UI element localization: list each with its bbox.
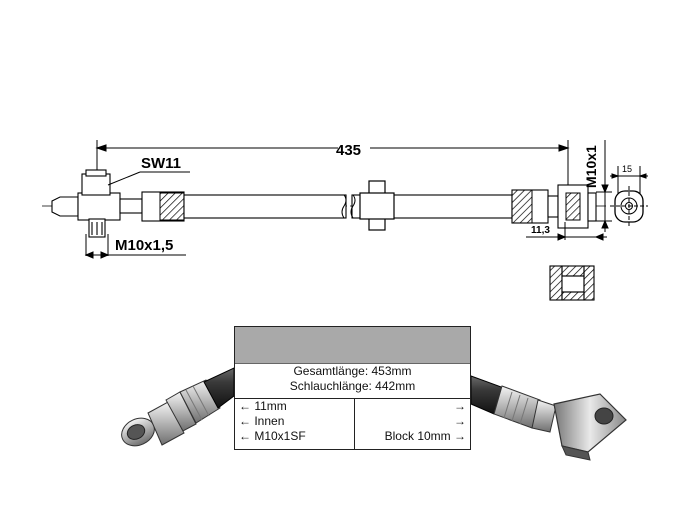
- photo-left-fitting: [121, 367, 235, 447]
- spec-table-header: [235, 327, 470, 364]
- wrench-size-label: SW11: [141, 155, 181, 172]
- overall-length-label: 435: [336, 142, 361, 159]
- right-end-thread: Block 10mm →: [384, 429, 466, 443]
- left-crimp-hatch: [159, 192, 185, 221]
- spec-grid: ← 11mm ← Innen ← M10x1SF → → Block 10mm …: [235, 398, 470, 449]
- left-end-column: ← 11mm ← Innen ← M10x1SF: [235, 399, 355, 449]
- section-detail: [547, 264, 597, 304]
- left-end-type: ← Innen: [239, 414, 285, 428]
- left-end-thread: ← M10x1SF: [239, 429, 306, 443]
- end-view: [610, 166, 648, 226]
- right-end-size: →: [454, 399, 466, 413]
- left-fitting: [51, 169, 185, 238]
- total-length: Gesamtlänge: 453mm: [293, 364, 412, 378]
- end-width-label: 15: [622, 164, 632, 174]
- right-end-type: →: [454, 414, 466, 428]
- right-crimp-hatch: [511, 189, 533, 224]
- wrench-leader: [107, 171, 141, 186]
- hose: [183, 194, 513, 219]
- spec-table: Gesamtlänge: 453mm Schlauchlänge: 442mm …: [234, 326, 471, 450]
- photo-right-fitting: [470, 375, 627, 461]
- break-mark: [341, 194, 347, 219]
- dimension-overall-length: [95, 140, 570, 208]
- left-end-size: ← 11mm: [239, 399, 287, 413]
- dimension-right-thread: [596, 140, 612, 232]
- dimension-left-thread: [84, 234, 186, 259]
- right-thread-label: M10x1: [583, 145, 599, 188]
- right-end-column: → → Block 10mm →: [355, 399, 470, 449]
- dimension-right-offset: [526, 222, 607, 241]
- right-offset-label: 11,3: [531, 225, 550, 236]
- hose-length: Schlauchlänge: 442mm: [289, 379, 416, 393]
- left-thread-label: M10x1,5: [115, 237, 173, 254]
